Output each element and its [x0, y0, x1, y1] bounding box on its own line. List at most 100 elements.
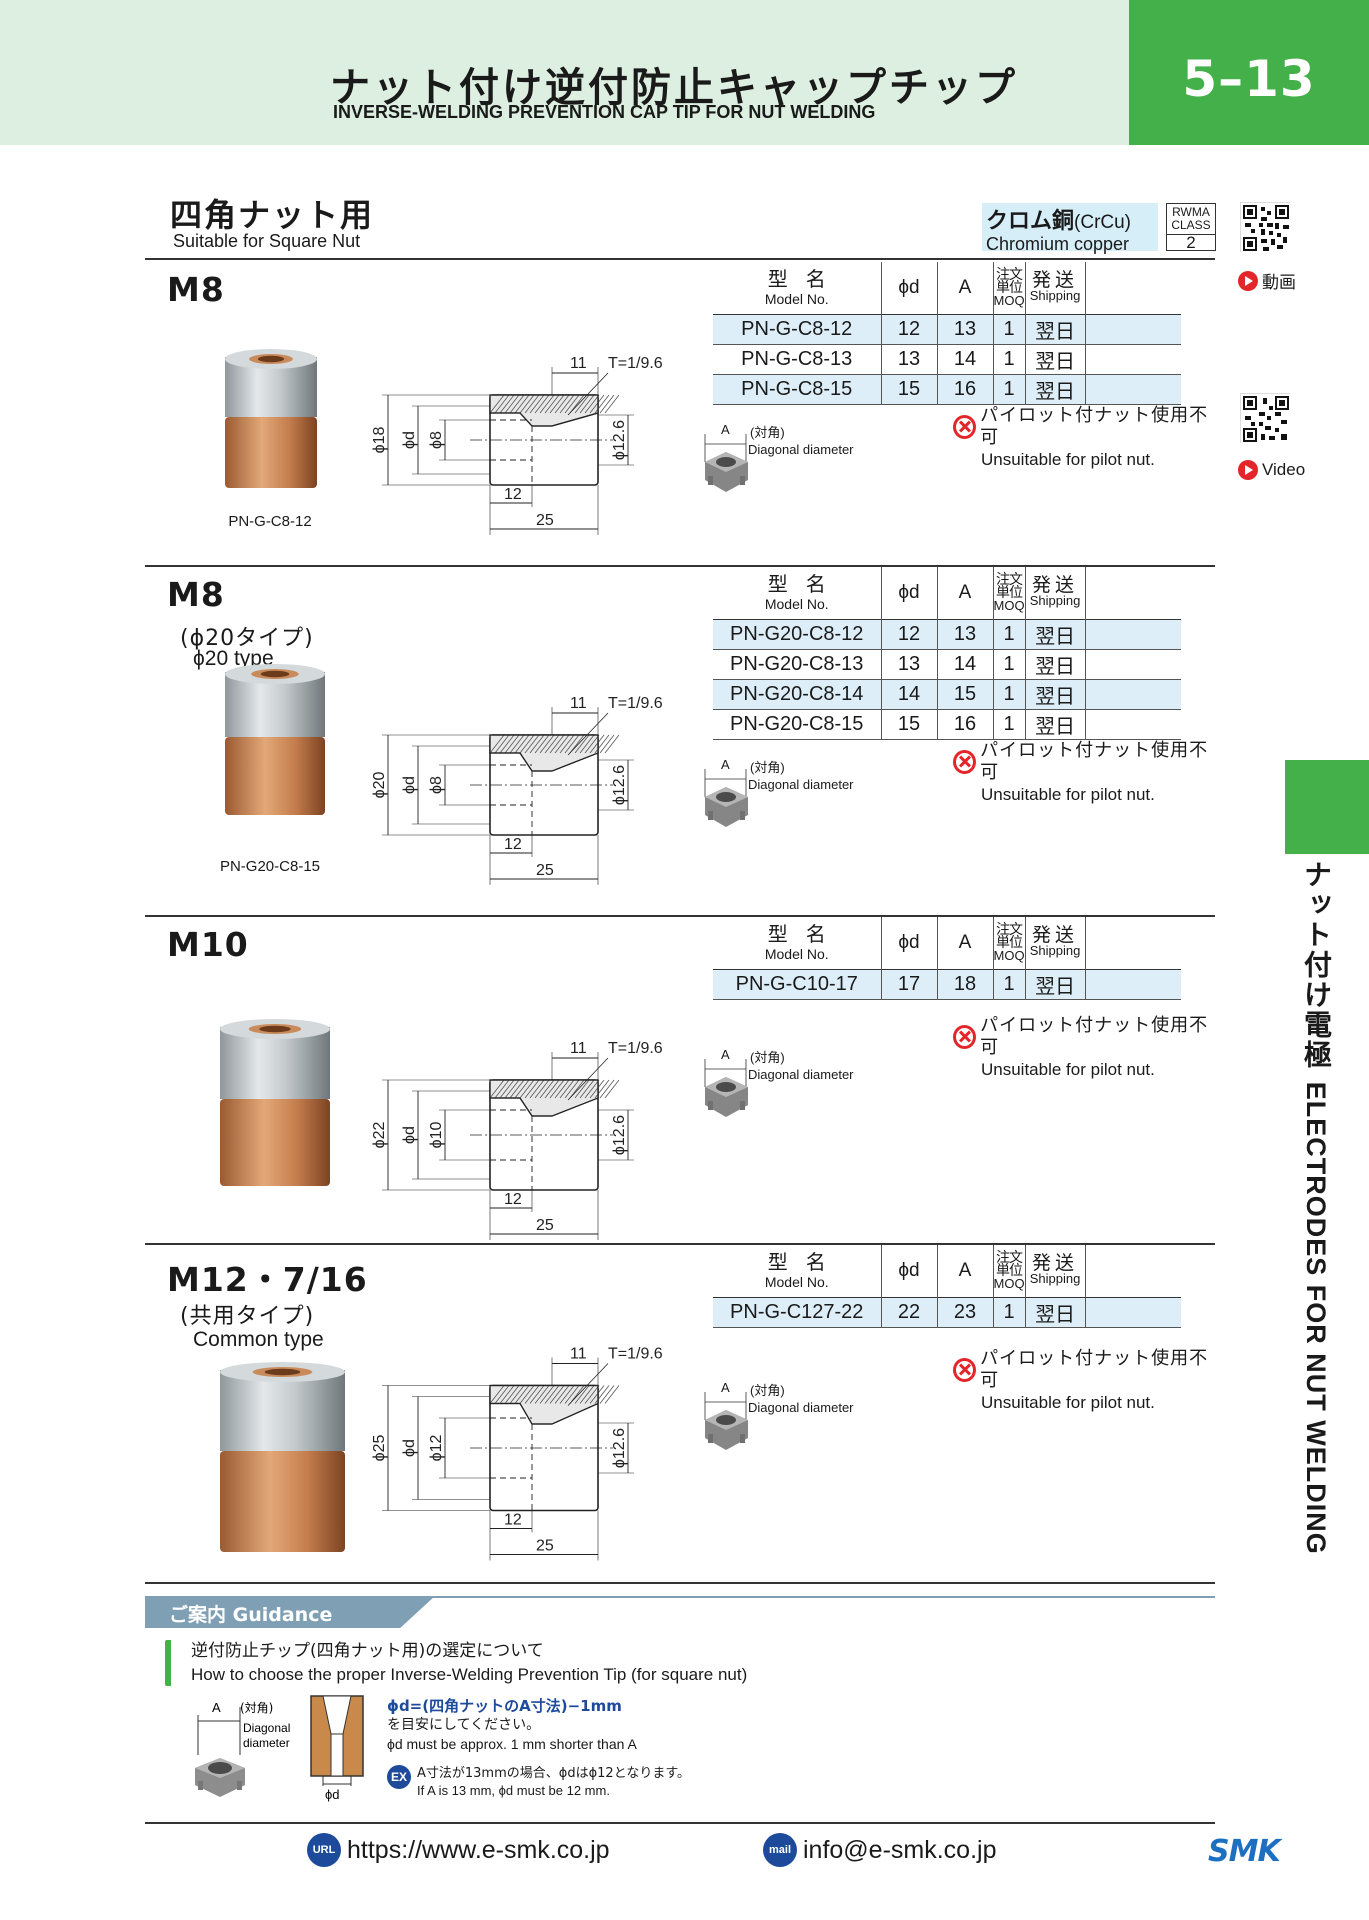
col-moq-jp2: 単位: [996, 584, 1023, 601]
col-moq-jp1: 注文: [996, 1249, 1023, 1266]
video-link-en[interactable]: Video: [1238, 460, 1305, 480]
col-blank: [1085, 917, 1181, 969]
col-moq-jp2: 単位: [996, 279, 1023, 296]
dim-inner-diameter: ϕ12: [428, 1435, 445, 1462]
col-phi-d: ϕd: [881, 1245, 938, 1297]
section-subtitle-en: ϕ20 type: [193, 647, 274, 670]
photo-caption: PN-G-C8-12: [228, 513, 312, 530]
cell-d: 14: [881, 679, 938, 710]
dim-taper-ratio: T=1/9.6: [608, 1346, 663, 1363]
url-icon: URL: [307, 1833, 341, 1867]
guidance-nut-diagram: A (対角) Diagonal diameter: [195, 1700, 290, 1797]
qr-code-icon[interactable]: [1240, 202, 1291, 253]
warning-en: Unsuitable for pilot nut.: [981, 1060, 1155, 1079]
email-link[interactable]: mail info@e-smk.co.jp: [763, 1833, 997, 1867]
dim-phi-d: ϕd: [401, 1126, 418, 1144]
material-jp: クロム銅: [986, 209, 1075, 234]
play-icon: [1238, 270, 1258, 291]
email-icon: mail: [763, 1833, 797, 1867]
dim-len-12: 12: [504, 1191, 522, 1208]
smk-logo: SMK: [1208, 1834, 1281, 1869]
product-photo: [225, 664, 325, 815]
cell-d: 13: [881, 344, 938, 375]
cell-a: 13: [937, 314, 994, 345]
cell-a: 23: [937, 1297, 994, 1328]
col-moq-en: MOQ: [993, 948, 1025, 964]
warning-jp-text: パイロット付ナット使用不可: [980, 405, 1209, 448]
dim-outer-diameter: ϕ20: [371, 772, 388, 799]
section-title: M8: [167, 575, 225, 614]
cell-moq: 1: [993, 619, 1026, 650]
cell-moq: 1: [993, 969, 1026, 1000]
cell-model: PN-G-C8-12: [713, 314, 882, 345]
cell-d: 17: [881, 969, 938, 1000]
col-a: A: [937, 567, 994, 619]
page-title-en: INVERSE-WELDING PREVENTION CAP TIP FOR N…: [333, 102, 876, 122]
product-photo: [220, 1362, 345, 1552]
cell-ship: 翌日: [1025, 969, 1086, 1000]
category-title-jp: 四角ナット用: [170, 196, 375, 234]
page-number-tab: [1129, 0, 1369, 145]
warning-jp-text: パイロット付ナット使用不可: [980, 740, 1209, 783]
cell-ship: 翌日: [1025, 619, 1086, 650]
col-model-jp: 型名: [767, 1252, 844, 1275]
website-url[interactable]: https://www.e-smk.co.jp: [347, 1835, 610, 1864]
col-shipping-jp: 発送: [1032, 269, 1079, 291]
side-tab: [1285, 760, 1369, 854]
nut-diagonal-en: Diagonal diameter: [748, 777, 854, 792]
nut-a-label: A: [721, 422, 730, 437]
email-address[interactable]: info@e-smk.co.jp: [803, 1835, 997, 1864]
col-moq-jp1: 注文: [996, 921, 1023, 938]
dim-inner-diameter: ϕ10: [428, 1122, 445, 1149]
material-en: Chromium copper: [986, 234, 1130, 254]
col-shipping-jp: 発送: [1032, 574, 1079, 596]
cell-blank: [1085, 1297, 1182, 1328]
col-blank: [1085, 567, 1181, 619]
side-label: ナット付け電極 ELECTRODES FOR NUT WELDING: [1296, 860, 1336, 1555]
nut-diagonal-jp: (対角): [750, 1050, 785, 1065]
class-label: CLASS: [1171, 218, 1211, 232]
website-link[interactable]: URL https://www.e-smk.co.jp: [307, 1833, 610, 1867]
col-blank: [1085, 1245, 1181, 1297]
section-title: M12・7/16: [167, 1260, 368, 1299]
footer-divider: [145, 1822, 1215, 1824]
col-a: A: [937, 262, 994, 314]
dim-phi-d: ϕd: [401, 431, 418, 449]
guidance-bar: ご案内 Guidance: [145, 1596, 1215, 1628]
guidance-formula-jp: を目安にしてください。: [387, 1717, 541, 1733]
guidance-example-en: If A is 13 mm, ϕd must be 12 mm.: [417, 1783, 610, 1798]
cell-ship: 翌日: [1025, 709, 1086, 740]
rwma-class-value: 2: [1167, 234, 1215, 251]
cell-ship: 翌日: [1025, 314, 1086, 345]
cell-blank: [1085, 314, 1182, 345]
nut-icon: [704, 434, 748, 492]
dim-len-25: 25: [536, 1217, 554, 1234]
prohibited-icon: [953, 415, 977, 439]
col-model-en: Model No.: [764, 596, 829, 613]
cell-a: 16: [937, 374, 994, 405]
video-link-jp[interactable]: 動画: [1238, 268, 1296, 293]
cell-ship: 翌日: [1025, 679, 1086, 710]
pilot-nut-warning: パイロット付ナット使用不可 Unsuitable for pilot nut.: [953, 740, 1215, 806]
dim-outer-diameter: ϕ22: [371, 1122, 388, 1149]
cell-moq: 1: [993, 679, 1026, 710]
qr-code-video-icon[interactable]: [1240, 393, 1291, 444]
warning-jp-text: パイロット付ナット使用不可: [980, 1348, 1209, 1391]
guidance-heading-en: How to choose the proper Inverse-Welding…: [191, 1665, 748, 1684]
cell-moq: 1: [993, 649, 1026, 680]
section-divider: [145, 1582, 1215, 1584]
dim-taper-ratio: T=1/9.6: [608, 1040, 663, 1057]
warning-en: Unsuitable for pilot nut.: [981, 785, 1155, 804]
nut-icon: [704, 1059, 748, 1117]
